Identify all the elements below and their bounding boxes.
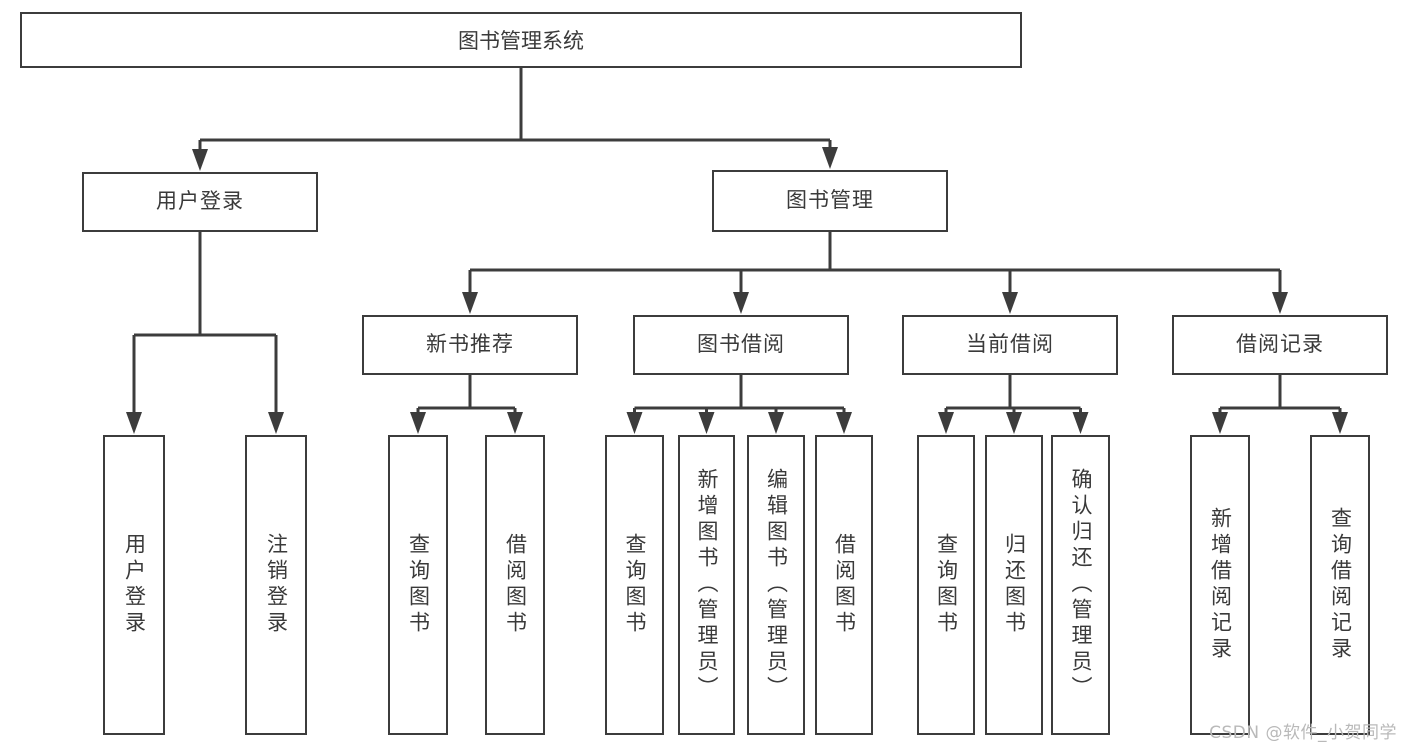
leaf-node-11: 确认归还（管理员） [1051, 435, 1110, 735]
leaf-node-6-label: 新增图书（管理员） [695, 468, 719, 702]
leaf-node-7: 编辑图书（管理员） [747, 435, 805, 735]
leaf-node-8-label: 借阅图书 [832, 533, 857, 637]
leaf-node-10: 归还图书 [985, 435, 1043, 735]
leaf-node-8: 借阅图书 [815, 435, 873, 735]
leaf-node-12-label: 新增借阅记录 [1208, 507, 1233, 663]
leaf-node-9-label: 查询图书 [934, 533, 959, 637]
leaf-node-2: 注销登录 [245, 435, 307, 735]
level1-node-1-label: 用户登录 [156, 189, 244, 214]
leaf-node-2-label: 注销登录 [264, 533, 289, 637]
leaf-node-5-label: 查询图书 [623, 533, 647, 637]
leaf-node-10-label: 归还图书 [1002, 533, 1027, 637]
watermark-label: CSDN @软件_小贺同学 [1209, 723, 1397, 743]
leaf-node-13: 查询借阅记录 [1310, 435, 1370, 735]
leaf-node-7-label: 编辑图书（管理员） [764, 468, 789, 702]
leaf-node-11-label: 确认归还（管理员） [1069, 468, 1093, 702]
level2-node-3-label: 当前借阅 [966, 332, 1054, 357]
leaf-node-3-label: 查询图书 [406, 533, 431, 637]
leaf-node-4: 借阅图书 [485, 435, 545, 735]
leaf-node-12: 新增借阅记录 [1190, 435, 1250, 735]
level2-node-2: 图书借阅 [633, 315, 849, 375]
leaf-node-1: 用户登录 [103, 435, 165, 735]
leaf-node-5: 查询图书 [605, 435, 664, 735]
root-node-book-management-system-label: 图书管理系统 [458, 29, 584, 53]
root-node-book-management-system: 图书管理系统 [20, 12, 1022, 68]
leaf-node-13-label: 查询借阅记录 [1328, 507, 1353, 663]
level1-node-1: 用户登录 [82, 172, 318, 232]
leaf-node-4-label: 借阅图书 [503, 533, 528, 637]
level2-node-1-label: 新书推荐 [426, 332, 514, 357]
level2-node-2-label: 图书借阅 [697, 332, 785, 357]
level1-node-2-label: 图书管理 [786, 188, 874, 213]
level1-node-2: 图书管理 [712, 170, 948, 232]
level2-node-4: 借阅记录 [1172, 315, 1388, 375]
leaf-node-6: 新增图书（管理员） [678, 435, 735, 735]
leaf-node-3: 查询图书 [388, 435, 448, 735]
level2-node-1: 新书推荐 [362, 315, 578, 375]
leaf-node-1-label: 用户登录 [122, 533, 147, 637]
level2-node-4-label: 借阅记录 [1236, 332, 1324, 357]
leaf-node-9: 查询图书 [917, 435, 975, 735]
level2-node-3: 当前借阅 [902, 315, 1118, 375]
